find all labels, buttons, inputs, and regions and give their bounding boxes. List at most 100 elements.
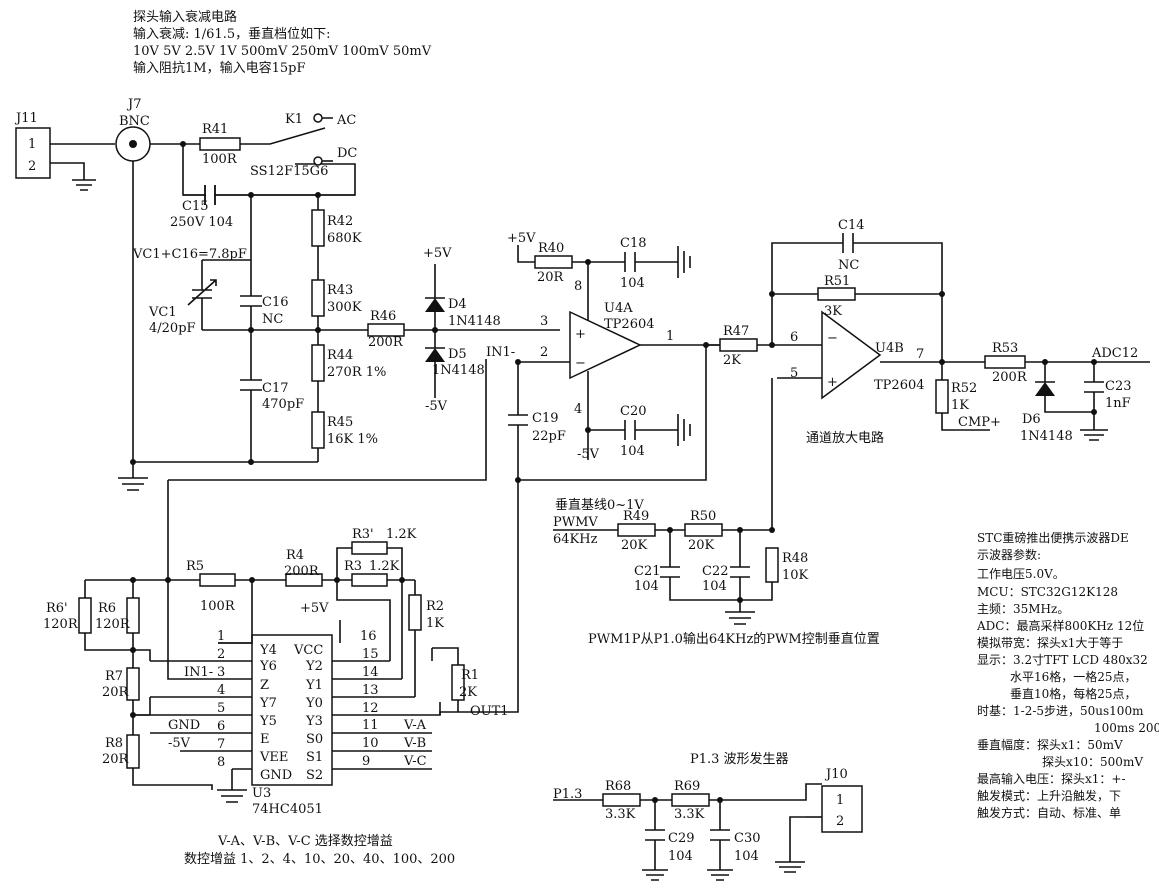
- u4b-pin7: 7: [916, 347, 924, 362]
- resistor-r47: [719, 338, 758, 352]
- label-c21: C21: [634, 564, 661, 579]
- value-r6-prime: 120R: [43, 617, 79, 632]
- pin-1: 1: [217, 629, 225, 644]
- label-d4-supply: +5V: [423, 246, 452, 261]
- pin-y3: Y3: [305, 714, 323, 729]
- spec-notes: STC重磅推出便携示波器DE 示波器参数: 工作电压5.0V。 MCU：STC3…: [976, 530, 1159, 820]
- j10-pin1: 1: [836, 793, 844, 808]
- value-c29: 104: [668, 849, 693, 864]
- resistor-r49: [617, 523, 656, 537]
- label-c15: C15: [182, 199, 209, 214]
- label-r47: R47: [723, 324, 749, 339]
- gain-select-section: U3 74HC4051 Y4 Y6 Z Y7 Y5 E VEE GND VCC …: [43, 359, 509, 867]
- label-j7: J7: [126, 97, 141, 112]
- value-c16: NC: [262, 312, 283, 327]
- label-r44: R44: [327, 348, 353, 363]
- pin-8: 8: [217, 755, 225, 770]
- label-vc1-c16: VC1+C16=7.8pF: [132, 247, 247, 262]
- label-u4a: U4A: [604, 301, 633, 316]
- label-r50: R50: [690, 509, 716, 524]
- value-r47: 2K: [723, 353, 741, 368]
- label-ac: AC: [336, 113, 356, 128]
- resistor-r46: [367, 323, 405, 337]
- label-r3-prime: R3': [352, 527, 374, 542]
- label-r40: R40: [538, 241, 564, 256]
- value-r53: 200R: [992, 370, 1028, 385]
- value-vc1: 4/20pF: [149, 321, 196, 336]
- label-r7: R7: [105, 669, 123, 684]
- note-gain-select: V-A、V-B、V-C 选择数控增益: [217, 834, 393, 849]
- u4a-pin4: 4: [574, 402, 582, 417]
- label-64khz: 64KHz: [553, 532, 598, 547]
- label-d5-supply: -5V: [425, 399, 448, 414]
- value-c19: 22pF: [532, 429, 566, 444]
- pin-7: 7: [217, 737, 225, 752]
- pin-2: 2: [217, 647, 225, 662]
- u4a-pin2: 2: [540, 345, 548, 360]
- connector-j11: [15, 127, 51, 179]
- pin-10: 10: [362, 736, 379, 751]
- u4b-minus: −: [827, 331, 838, 346]
- pin-y7: Y7: [259, 696, 277, 711]
- label-in1-top: IN1-: [486, 345, 515, 360]
- value-r40: 20R: [537, 270, 565, 285]
- label-r3: R3: [344, 559, 362, 574]
- spec-line-14: 最高输入电压：探头x1：+-: [977, 771, 1126, 786]
- label-d5: D5: [448, 347, 467, 362]
- chip-u3: [251, 634, 333, 786]
- pin-y0: Y0: [305, 696, 323, 711]
- pin-y5: Y5: [259, 714, 277, 729]
- label-out1: OUT1: [470, 704, 509, 719]
- u4b-amplifier: R47 2K − + U4B TP2604 6 5 7 C14 NC R51 3…: [706, 218, 1150, 446]
- label-r53: R53: [992, 341, 1018, 356]
- spec-line-0: STC重磅推出便携示波器DE: [977, 530, 1129, 545]
- pin-13: 13: [362, 683, 379, 698]
- value-r3: 1.2K: [369, 559, 400, 574]
- note-pwm: PWM1P从P1.0输出64KHz的PWM控制垂直位置: [588, 631, 880, 647]
- label-c22: C22: [702, 564, 729, 579]
- label-c30: C30: [734, 831, 761, 846]
- label-r41: R41: [202, 122, 228, 137]
- value-r45: 16K 1%: [327, 432, 378, 447]
- u4a-plus: +: [575, 327, 586, 342]
- label-c23: C23: [1105, 379, 1132, 394]
- spec-line-9: 垂直10格，每格25点，: [1010, 686, 1137, 701]
- label-u4b: U4B: [875, 341, 904, 356]
- spec-line-10: 时基：1-2-5步进，50us100m: [977, 704, 1144, 718]
- value-r46: 200R: [368, 335, 404, 350]
- label-in1-chip: IN1-: [184, 665, 213, 680]
- spec-line-1: 示波器参数:: [977, 547, 1041, 562]
- spec-line-11: 100ms 200: [1094, 721, 1159, 735]
- clamp-diodes: +5V D4 1N4148 D5 1N4148 -5V: [423, 246, 501, 414]
- value-c14: NC: [838, 258, 859, 273]
- value-r48: 10K: [782, 568, 809, 583]
- resistor-r3: [351, 573, 388, 587]
- resistor-r3-prime: [351, 541, 388, 555]
- pin-4: 4: [217, 683, 225, 698]
- spec-line-4: 主频：35MHz。: [977, 602, 1069, 616]
- label-r4: R4: [286, 548, 304, 563]
- pin-y1: Y1: [305, 678, 323, 693]
- input-section: J11 1 2 J7 BNC R41 100R K1 AC DC SS12F15…: [14, 97, 560, 491]
- spec-line-16: 触发方式：自动、标准、单: [977, 805, 1121, 820]
- label-r2: R2: [426, 599, 444, 614]
- note-ranges: 10V 5V 2.5V 1V 500mV 250mV 100mV 50mV: [133, 44, 432, 59]
- value-c21: 104: [634, 579, 659, 594]
- pin-6: 6: [217, 719, 225, 734]
- spec-line-5: ADC：最高采样800KHz 12位: [976, 618, 1144, 633]
- pin-9: 9: [362, 754, 370, 769]
- label-r69: R69: [674, 779, 700, 794]
- value-r43: 300K: [327, 300, 362, 315]
- resistor-r7: [126, 667, 140, 701]
- u4b-pin6: 6: [790, 330, 798, 345]
- spec-line-3: MCU：STC32G12K128: [977, 585, 1118, 599]
- label-chip-supply: +5V: [300, 601, 329, 616]
- value-d5: 1N4148: [432, 363, 485, 378]
- label-r68: R68: [605, 779, 631, 794]
- u4a-pin1: 1: [666, 329, 674, 344]
- value-r2: 1K: [426, 616, 444, 631]
- label-c29: C29: [668, 831, 695, 846]
- pin-11: 11: [362, 718, 379, 733]
- resistor-r42: [311, 209, 325, 247]
